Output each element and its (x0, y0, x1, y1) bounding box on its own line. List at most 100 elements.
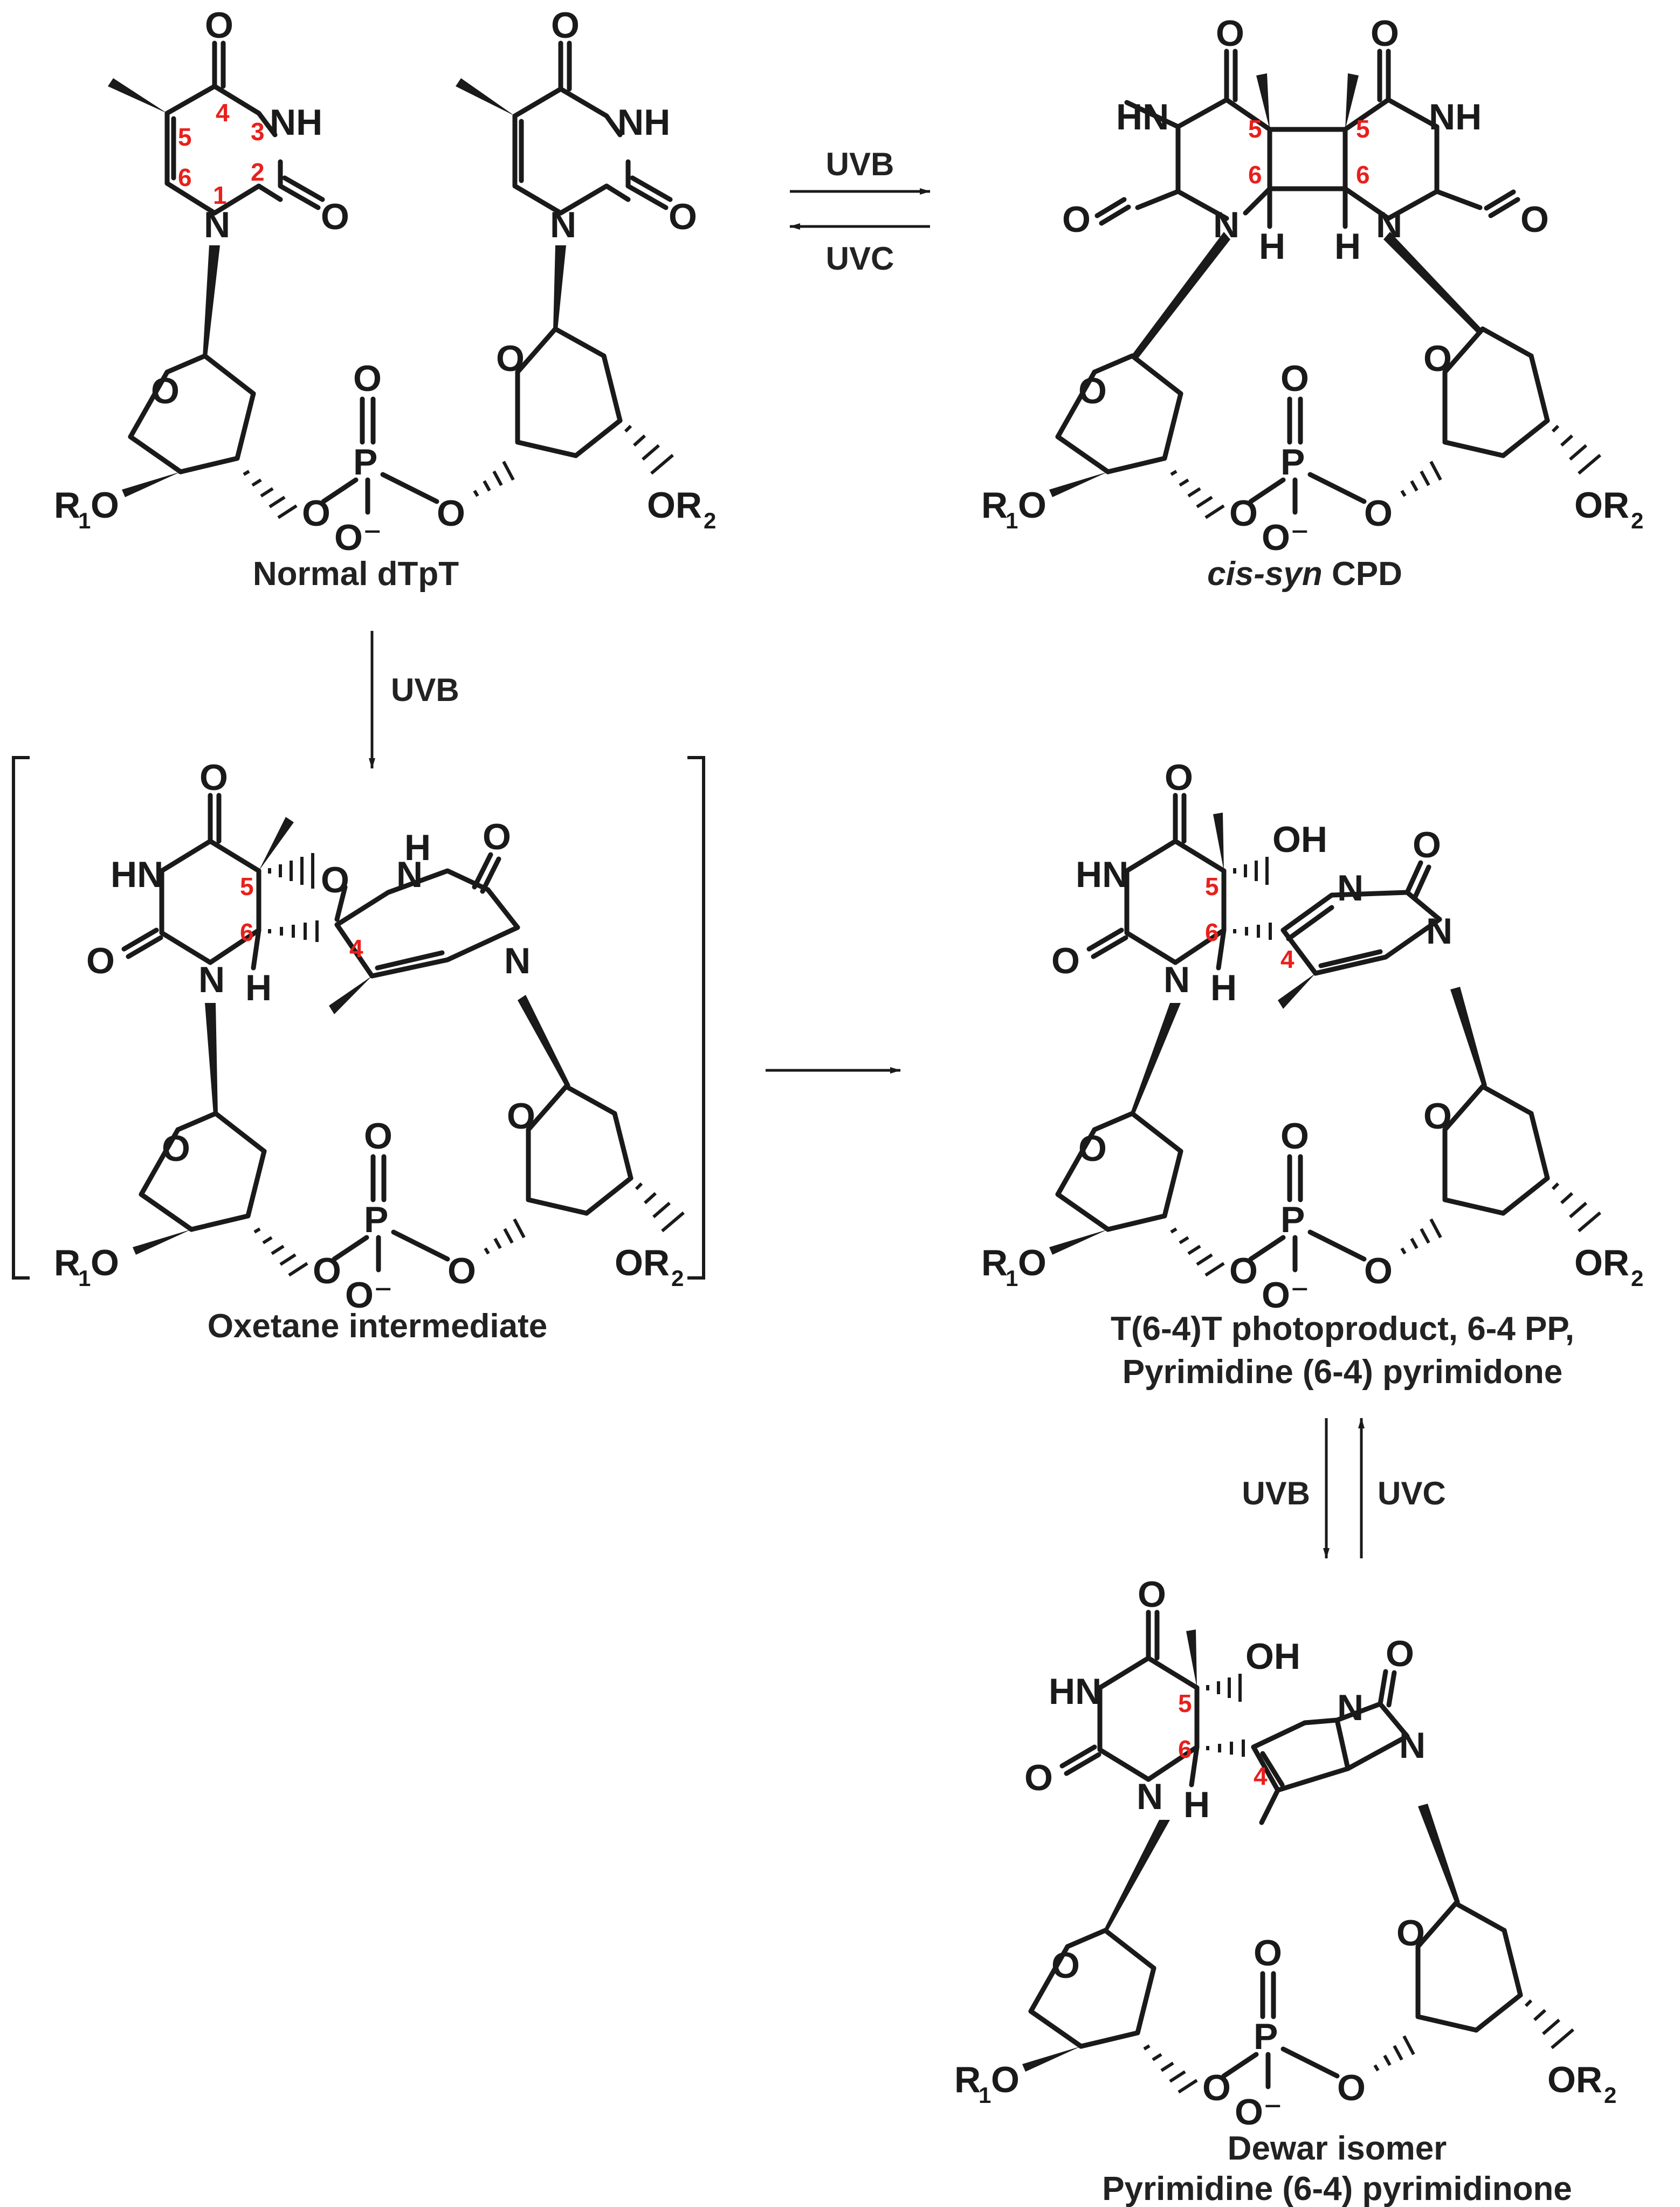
svg-text:O: O (447, 1250, 476, 1291)
svg-text:6: 6 (1178, 1735, 1192, 1763)
svg-text:O: O (91, 485, 119, 526)
svg-text:R: R (954, 2059, 981, 2100)
svg-text:5: 5 (1248, 115, 1262, 143)
svg-text:OR: OR (1547, 2059, 1602, 2100)
svg-text:O: O (1229, 1250, 1258, 1291)
svg-text:N: N (1337, 868, 1364, 909)
svg-text:O⁻: O⁻ (345, 1275, 393, 1316)
svg-text:HN: HN (1116, 97, 1169, 137)
label-uvb-left: UVB (391, 672, 459, 708)
svg-text:R: R (54, 485, 80, 526)
svg-text:P: P (353, 442, 377, 483)
svg-text:2: 2 (671, 1266, 684, 1291)
label-uvc-dewar: UVC (1378, 1475, 1446, 1511)
svg-text:O: O (1078, 370, 1107, 411)
caption-6-4-pp-line1: T(6-4)T photoproduct, 6-4 PP, (1111, 1310, 1574, 1347)
svg-text:OR: OR (1574, 1242, 1629, 1283)
svg-text:H: H (1210, 967, 1237, 1008)
svg-text:6: 6 (240, 918, 254, 946)
svg-text:5: 5 (1205, 872, 1219, 900)
caption-normal-dtpt: Normal dTpT (253, 555, 459, 593)
svg-text:O: O (1280, 358, 1309, 399)
svg-text:N: N (1337, 1687, 1364, 1728)
svg-text:5: 5 (1356, 115, 1370, 143)
position-number-4: 4 (216, 99, 230, 127)
caption-oxetane-intermediate: Oxetane intermediate (208, 1308, 548, 1345)
svg-text:P: P (1280, 442, 1305, 483)
svg-text:O: O (1423, 338, 1452, 379)
svg-text:4: 4 (349, 934, 363, 962)
svg-text:N: N (396, 854, 423, 895)
structure-cis-syn-cpd: O O HN NH O O N N H H 5 5 6 6 O O P O O … (981, 13, 1643, 593)
svg-text:O: O (86, 940, 115, 981)
svg-text:N: N (504, 940, 531, 981)
svg-text:5: 5 (240, 872, 254, 900)
svg-text:O: O (1337, 2067, 1366, 2108)
label-uvc-top: UVC (826, 240, 894, 277)
carbonyl-oxygen-4: O (551, 5, 580, 46)
svg-text:O: O (483, 816, 511, 857)
svg-text:OR: OR (615, 1242, 670, 1283)
svg-text:P: P (1280, 1199, 1305, 1240)
svg-text:H: H (1259, 226, 1285, 267)
svg-text:O: O (1520, 199, 1549, 240)
position-number-5: 5 (178, 123, 192, 151)
carbonyl-oxygen-2: O (669, 196, 697, 237)
svg-text:6: 6 (1205, 918, 1219, 946)
caption-cis-syn-cpd: cis-syn CPD (1207, 555, 1402, 593)
position-number-1: 1 (213, 181, 227, 209)
svg-text:O: O (1396, 1913, 1425, 1954)
nitrogen-3: NH (270, 102, 322, 143)
svg-text:4: 4 (1254, 1762, 1268, 1790)
svg-text:P: P (1254, 2016, 1278, 2057)
carbonyl-oxygen-2: O (321, 196, 349, 237)
nitrogen-3: NH (617, 102, 670, 143)
svg-text:O: O (1229, 493, 1258, 534)
svg-text:O: O (507, 1096, 535, 1137)
svg-text:O: O (1062, 199, 1091, 240)
nitrogen-1: N (550, 204, 576, 245)
svg-text:R: R (54, 1242, 80, 1283)
svg-text:O: O (162, 1128, 190, 1169)
svg-text:O: O (1364, 493, 1393, 534)
svg-text:N: N (1399, 1725, 1426, 1766)
svg-text:N: N (198, 959, 225, 1000)
svg-text:2: 2 (1604, 2082, 1616, 2108)
svg-text:O: O (437, 493, 465, 534)
caption-6-4-pp-line2: Pyrimidine (6-4) pyrimidone (1123, 1353, 1563, 1391)
svg-text:O: O (1423, 1096, 1452, 1137)
svg-text:H: H (245, 967, 272, 1008)
svg-text:O⁻: O⁻ (1262, 517, 1310, 558)
normal-dtpt-backbone (122, 245, 674, 519)
equilibrium-arrows-top: UVB UVC (789, 146, 931, 277)
cpd-backbone (1049, 232, 1601, 519)
svg-text:N: N (1376, 204, 1402, 245)
arrow-to-oxetane: UVB (369, 631, 459, 769)
svg-text:O: O (1280, 1116, 1309, 1157)
svg-text:1: 1 (1006, 508, 1018, 533)
svg-text:O: O (1413, 824, 1441, 865)
svg-text:OR: OR (1574, 485, 1629, 526)
svg-text:O: O (321, 860, 349, 900)
svg-text:O: O (1024, 1757, 1053, 1798)
svg-text:1: 1 (1006, 1266, 1018, 1291)
right-bracket (687, 756, 705, 1280)
svg-text:O: O (364, 1116, 393, 1157)
svg-text:N: N (1213, 204, 1240, 245)
structure-normal-dtpt: O NH O N 4 3 5 2 6 1 O NH O N O (54, 5, 716, 593)
svg-text:H: H (1334, 226, 1361, 267)
left-bracket (12, 756, 30, 1280)
svg-text:NH: NH (1429, 97, 1482, 137)
caption-dewar-line2: Pyrimidine (6-4) pyrimidinone (1102, 2170, 1572, 2207)
svg-text:N: N (1163, 959, 1190, 1000)
svg-text:O: O (1371, 13, 1399, 54)
nitrogen-1: N (204, 204, 230, 245)
carbonyl-oxygen-4: O (205, 5, 233, 46)
structure-oxetane-intermediate: O HN O N O H N O N H 5 6 4 O O P O O O O… (12, 756, 705, 1345)
svg-text:2: 2 (1631, 1266, 1643, 1291)
svg-text:O: O (1138, 1574, 1166, 1615)
svg-text:R: R (981, 485, 1008, 526)
svg-text:HN: HN (1076, 854, 1128, 895)
svg-text:O: O (1386, 1633, 1414, 1674)
